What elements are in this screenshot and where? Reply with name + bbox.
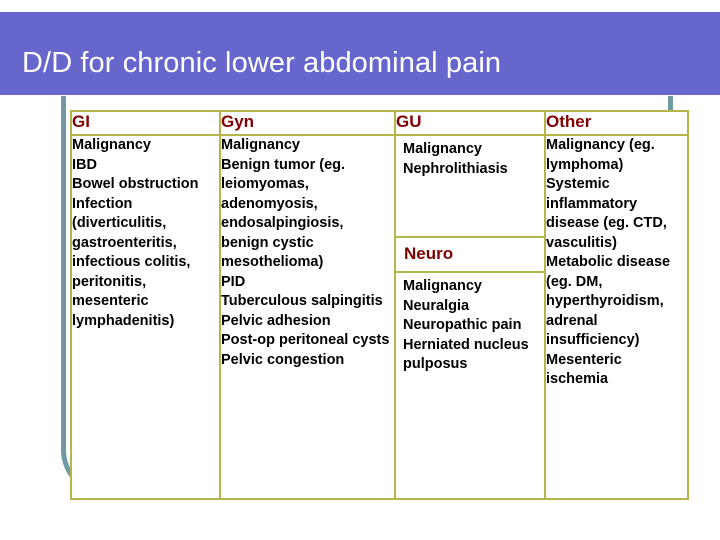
list-item: Malignancy [221, 137, 300, 153]
list-item: Pelvic adhesion [221, 312, 331, 329]
list-item: Malignancy [403, 141, 482, 157]
column-header-other: Other [544, 110, 689, 136]
table-row: Malignancy Nephrolithiasis [396, 136, 544, 238]
list-item: Pelvic congestion [221, 351, 345, 368]
list-item: PID [221, 273, 246, 290]
list-item: Neuropathic pain [403, 317, 522, 333]
list-item: Benign tumor (eg. leiomyomas, adenomyosi… [221, 156, 346, 271]
cell-gu: Malignancy Nephrolithiasis [396, 136, 544, 238]
table-header-row: GI Gyn GU Other [70, 110, 689, 136]
list-item: Metabolic disease (eg. DM, hyperthyroidi… [546, 254, 671, 348]
table-header-row-group: GI Gyn GU Other [70, 110, 689, 136]
differential-diagnosis-table: GI Gyn GU Other Malignancy IBD Bowel obs… [70, 110, 689, 500]
cell-gyn: Malignancy Benign tumor (eg. leiomyomas,… [219, 134, 396, 500]
list-item: Malignancy [72, 137, 151, 153]
list-item: Mesenteric ischemia [546, 351, 622, 388]
cell-neuro: Malignancy Neuralgia Neuropathic pain He… [396, 271, 544, 498]
cell-gi: Malignancy IBD Bowel obstruction Infecti… [70, 134, 221, 500]
table-body: Malignancy IBD Bowel obstruction Infecti… [70, 134, 689, 500]
cell-gu-neuro-group: Malignancy Nephrolithiasis Neuro Maligna… [394, 134, 546, 500]
list-item: Malignancy (eg. lymphoma) [546, 137, 655, 173]
list-item: IBD [72, 156, 97, 173]
title-underline-rule [0, 101, 637, 105]
table-row: Malignancy IBD Bowel obstruction Infecti… [70, 134, 689, 500]
list-item: Malignancy [403, 278, 482, 294]
sub-column-header-neuro: Neuro [396, 236, 544, 273]
slide-title: D/D for chronic lower abdominal pain [22, 47, 502, 79]
table-row: Malignancy Neuralgia Neuropathic pain He… [396, 271, 544, 498]
list-item: Systemic inflammatory disease (eg. CTD, … [546, 176, 667, 251]
list-item: Nephrolithiasis [403, 160, 508, 177]
column-header-gyn: Gyn [219, 110, 396, 136]
cell-other: Malignancy (eg. lymphoma) Systemic infla… [544, 134, 689, 500]
column-header-gi: GI [70, 110, 221, 136]
differential-diagnosis-table-wrapper: GI Gyn GU Other Malignancy IBD Bowel obs… [70, 110, 689, 500]
table-row: Neuro [396, 236, 544, 273]
list-item: Post-op peritoneal cysts [221, 332, 390, 348]
list-item: Neuralgia [403, 297, 470, 314]
list-item: Bowel obstruction [72, 176, 199, 192]
list-item: Tuberculous salpingitis [221, 293, 383, 309]
list-item: Infection (diverticulitis, gastroenterit… [72, 195, 191, 329]
gu-neuro-inner-table: Malignancy Nephrolithiasis Neuro Maligna… [396, 136, 544, 498]
title-banner: D/D for chronic lower abdominal pain [0, 12, 720, 105]
column-header-gu: GU [394, 110, 546, 136]
list-item: Herniated nucleus pulposus [403, 336, 529, 373]
